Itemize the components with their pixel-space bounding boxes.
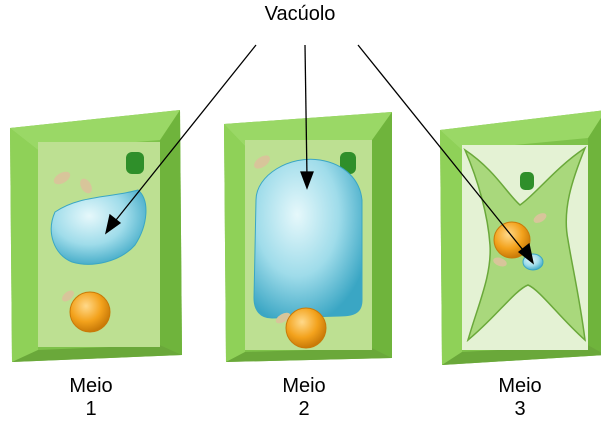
caption-number: 3 xyxy=(480,398,560,421)
caption-number: 1 xyxy=(51,398,131,421)
nucleus xyxy=(70,292,110,332)
nucleus xyxy=(286,308,326,348)
cell-1 xyxy=(10,110,182,362)
vacuole-label: Vacúolo xyxy=(240,3,360,26)
chloroplast xyxy=(126,152,144,174)
cell-2 xyxy=(224,112,392,362)
caption-word: Meio xyxy=(51,375,131,398)
caption-word: Meio xyxy=(264,375,344,398)
caption-medium-1: Meio 1 xyxy=(51,375,131,421)
caption-word: Meio xyxy=(480,375,560,398)
chloroplast xyxy=(520,172,534,190)
caption-medium-3: Meio 3 xyxy=(480,375,560,421)
cell-3 xyxy=(440,110,601,365)
caption-medium-2: Meio 2 xyxy=(264,375,344,421)
caption-number: 2 xyxy=(264,398,344,421)
